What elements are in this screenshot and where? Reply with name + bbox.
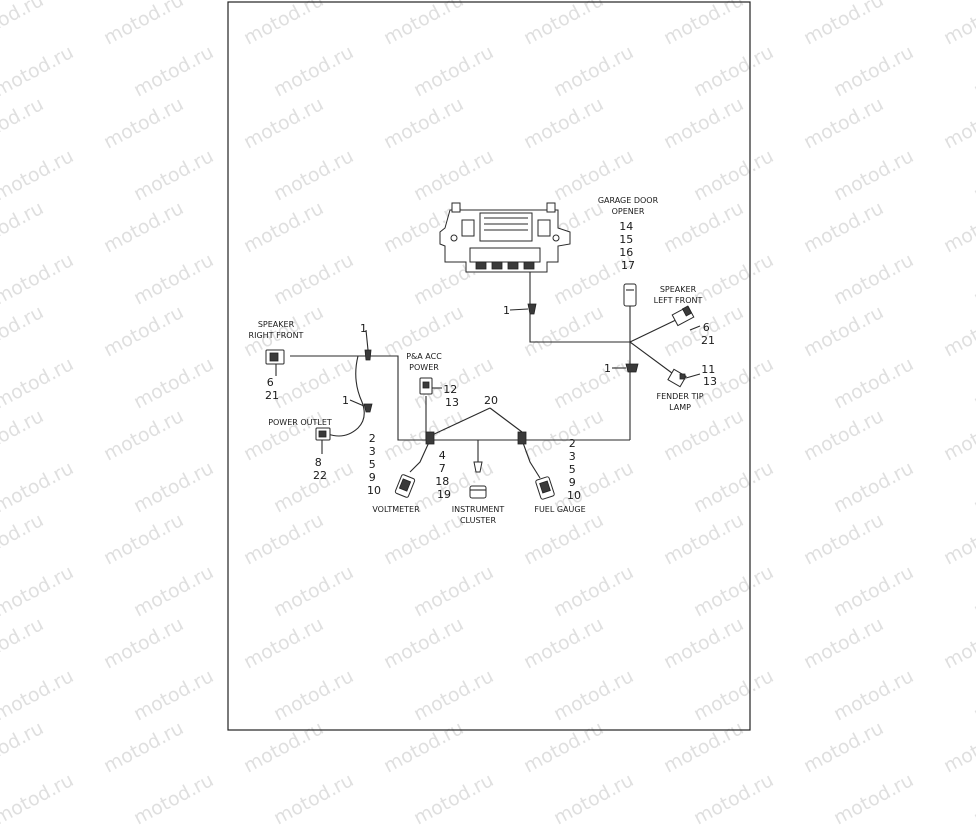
harness-clip-power-outlet [363, 403, 373, 413]
fuel-gauge-label: FUEL GAUGE [534, 505, 585, 514]
voltmeter-label: VOLTMETER [372, 505, 420, 514]
power-outlet-label: POWER OUTLET [268, 418, 332, 427]
callouts-speaker-left: 6 21 [701, 321, 715, 347]
watermark-text: motod.ru [830, 769, 918, 829]
callout-clip-right: 1 [604, 362, 611, 375]
callout-clip-power-outlet: 1 [342, 394, 349, 407]
speaker-right-front-connector [265, 349, 285, 365]
garage-door-opener-connector [623, 283, 637, 307]
callouts-fuel-gauge: 2 3 5 9 10 [567, 437, 581, 502]
callouts-garage-door: 14 15 16 17 [619, 220, 637, 272]
harness-wires [290, 272, 681, 479]
callouts-instrument: 4 7 18 19 [435, 449, 453, 501]
watermark-text: motod.ru [0, 769, 78, 829]
pa-acc-power-connector [419, 377, 433, 395]
harness-clip-speaker-right [364, 349, 372, 361]
harness-clip-right [625, 363, 639, 373]
watermark-text: motod.ru [970, 769, 976, 829]
power-outlet-connector [315, 427, 331, 441]
callout-clip-speaker-right: 1 [360, 322, 367, 335]
speaker-left-front-connector [671, 305, 695, 327]
leader-lines [275, 308, 701, 454]
callout-harness: 20 [484, 394, 498, 407]
callouts-voltmeter: 2 3 5 9 10 [367, 432, 381, 497]
voltmeter-connector [394, 474, 416, 498]
instrument-housing [439, 202, 571, 273]
callouts-power-outlet: 8 22 [313, 456, 327, 482]
watermark-text: motod.ru [130, 769, 218, 829]
callouts-pa-acc: 12 13 [443, 383, 461, 409]
watermark-text: motod.ru [550, 769, 638, 829]
splice-left [425, 431, 435, 445]
callouts-speaker-right: 6 21 [265, 376, 279, 402]
callouts-fender-tip: 11 13 [701, 363, 719, 388]
harness-clip-top [527, 303, 537, 315]
watermark-text: motod.ru [270, 769, 358, 829]
splice-right [517, 431, 527, 445]
drawing-frame [227, 1, 751, 731]
fender-tip-lamp-connector [667, 368, 687, 388]
watermark-text: motod.ru [690, 769, 778, 829]
instrument-cluster-connector [469, 461, 487, 499]
callout-clip-top: 1 [503, 304, 510, 317]
watermark-text: motod.ru [410, 769, 498, 829]
fuel-gauge-connector [535, 476, 555, 500]
